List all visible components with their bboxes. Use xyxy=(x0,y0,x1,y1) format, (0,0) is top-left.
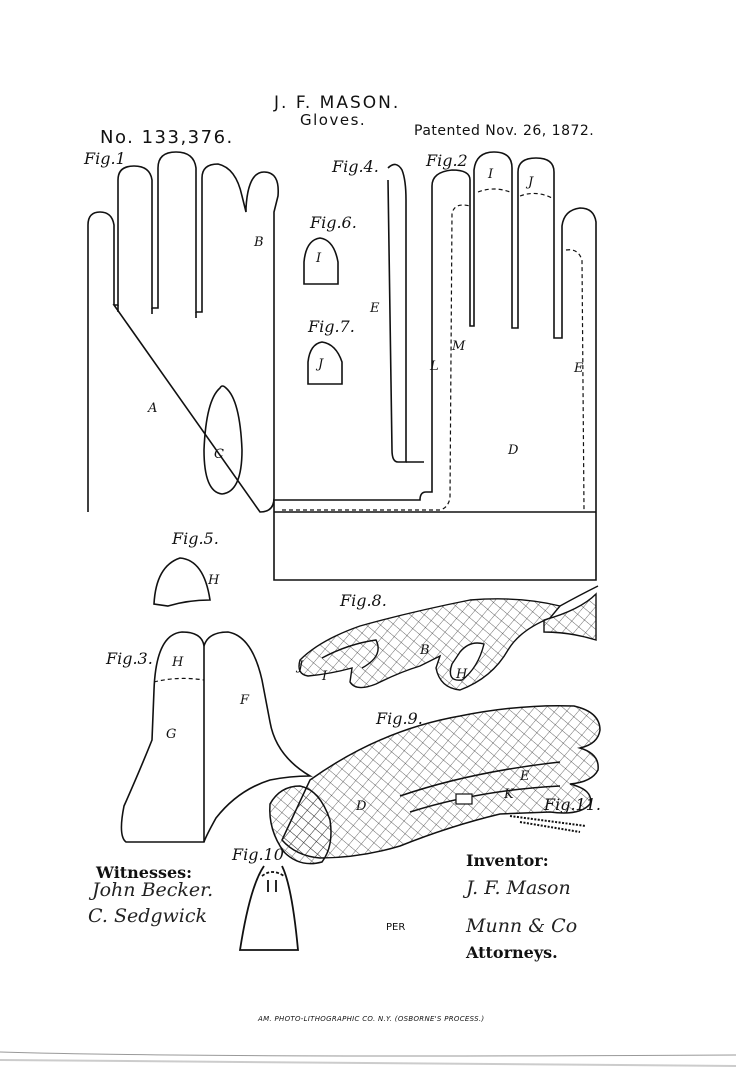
witnesses-label: Witnesses: xyxy=(95,863,192,882)
fig10-label: Fig.10 xyxy=(231,845,284,864)
fig6-fingertip-i xyxy=(303,237,339,285)
witness-signature-1: John Becker. xyxy=(88,879,213,901)
fig1-glove-blank xyxy=(87,151,280,513)
inventor-signature: J. F. Mason xyxy=(462,877,571,899)
attorneys-label: Attorneys. xyxy=(465,943,558,962)
fig1-label: Fig.1 xyxy=(83,149,126,168)
fig5-fingertip-h xyxy=(153,557,211,607)
fig4-label: Fig.4. xyxy=(331,157,379,176)
label-j-fig8: J xyxy=(295,659,304,674)
fig10-wrist-strip xyxy=(238,865,299,951)
label-j-fig2: J xyxy=(525,175,534,190)
inventor-label: Inventor: xyxy=(466,851,549,870)
per-text: PER xyxy=(386,922,405,933)
label-d-fig9: D xyxy=(355,799,367,814)
fig11-label: Fig.11. xyxy=(543,795,601,814)
patent-date: Patented Nov. 26, 1872. xyxy=(414,123,595,139)
fig7-fingertip-j xyxy=(307,341,343,385)
label-m: M xyxy=(451,339,466,354)
label-i-fig6: I xyxy=(315,251,322,266)
fig6-label: Fig.6. xyxy=(309,213,357,232)
label-d-fig2: D xyxy=(507,443,519,458)
label-f: F xyxy=(239,693,250,708)
inventor-name: J. F. MASON. xyxy=(274,93,401,113)
label-h-fig5: H xyxy=(207,573,220,588)
attorneys-signature: Munn & Co xyxy=(465,915,577,937)
fig7-label: Fig.7. xyxy=(307,317,355,336)
fig11-cord xyxy=(509,815,587,833)
witness-signature-2: C. Sedgwick xyxy=(88,905,207,927)
label-e-fig9: E xyxy=(519,769,530,784)
label-b: B xyxy=(253,235,264,250)
label-l: L xyxy=(429,359,439,374)
label-e-fig2: E xyxy=(573,361,584,376)
fig9-label: Fig.9. xyxy=(375,709,423,728)
label-g: G xyxy=(166,727,176,742)
label-c: C xyxy=(214,447,224,462)
patent-title: Gloves. xyxy=(300,111,367,129)
label-i-fig8: I xyxy=(321,669,328,684)
label-h-fig8: H xyxy=(455,667,468,682)
label-b-fig8: B xyxy=(419,643,430,658)
fig8-label: Fig.8. xyxy=(339,591,387,610)
fig5-label: Fig.5. xyxy=(171,529,219,548)
label-h-fig3: H xyxy=(171,655,184,670)
label-i-fig2: I xyxy=(487,167,494,182)
label-e: E xyxy=(369,301,380,316)
fig9-finished-glove xyxy=(269,704,601,865)
label-j-fig7: J xyxy=(315,357,324,372)
fig3-label: Fig.3. xyxy=(105,649,153,668)
fig2-glove-back xyxy=(273,151,597,581)
fig2-label: Fig.2 xyxy=(425,151,468,170)
fig3-thumb-piece xyxy=(120,631,313,843)
label-a: A xyxy=(147,401,157,416)
patent-number: No. 133,376. xyxy=(100,127,234,148)
fig8-glove-palm xyxy=(298,585,599,691)
fig4-thumb-strip xyxy=(387,163,424,463)
lithographer-footer: AM. PHOTO-LITHOGRAPHIC CO. N.Y. (OSBORNE… xyxy=(258,1015,485,1023)
label-k: K xyxy=(503,787,515,802)
